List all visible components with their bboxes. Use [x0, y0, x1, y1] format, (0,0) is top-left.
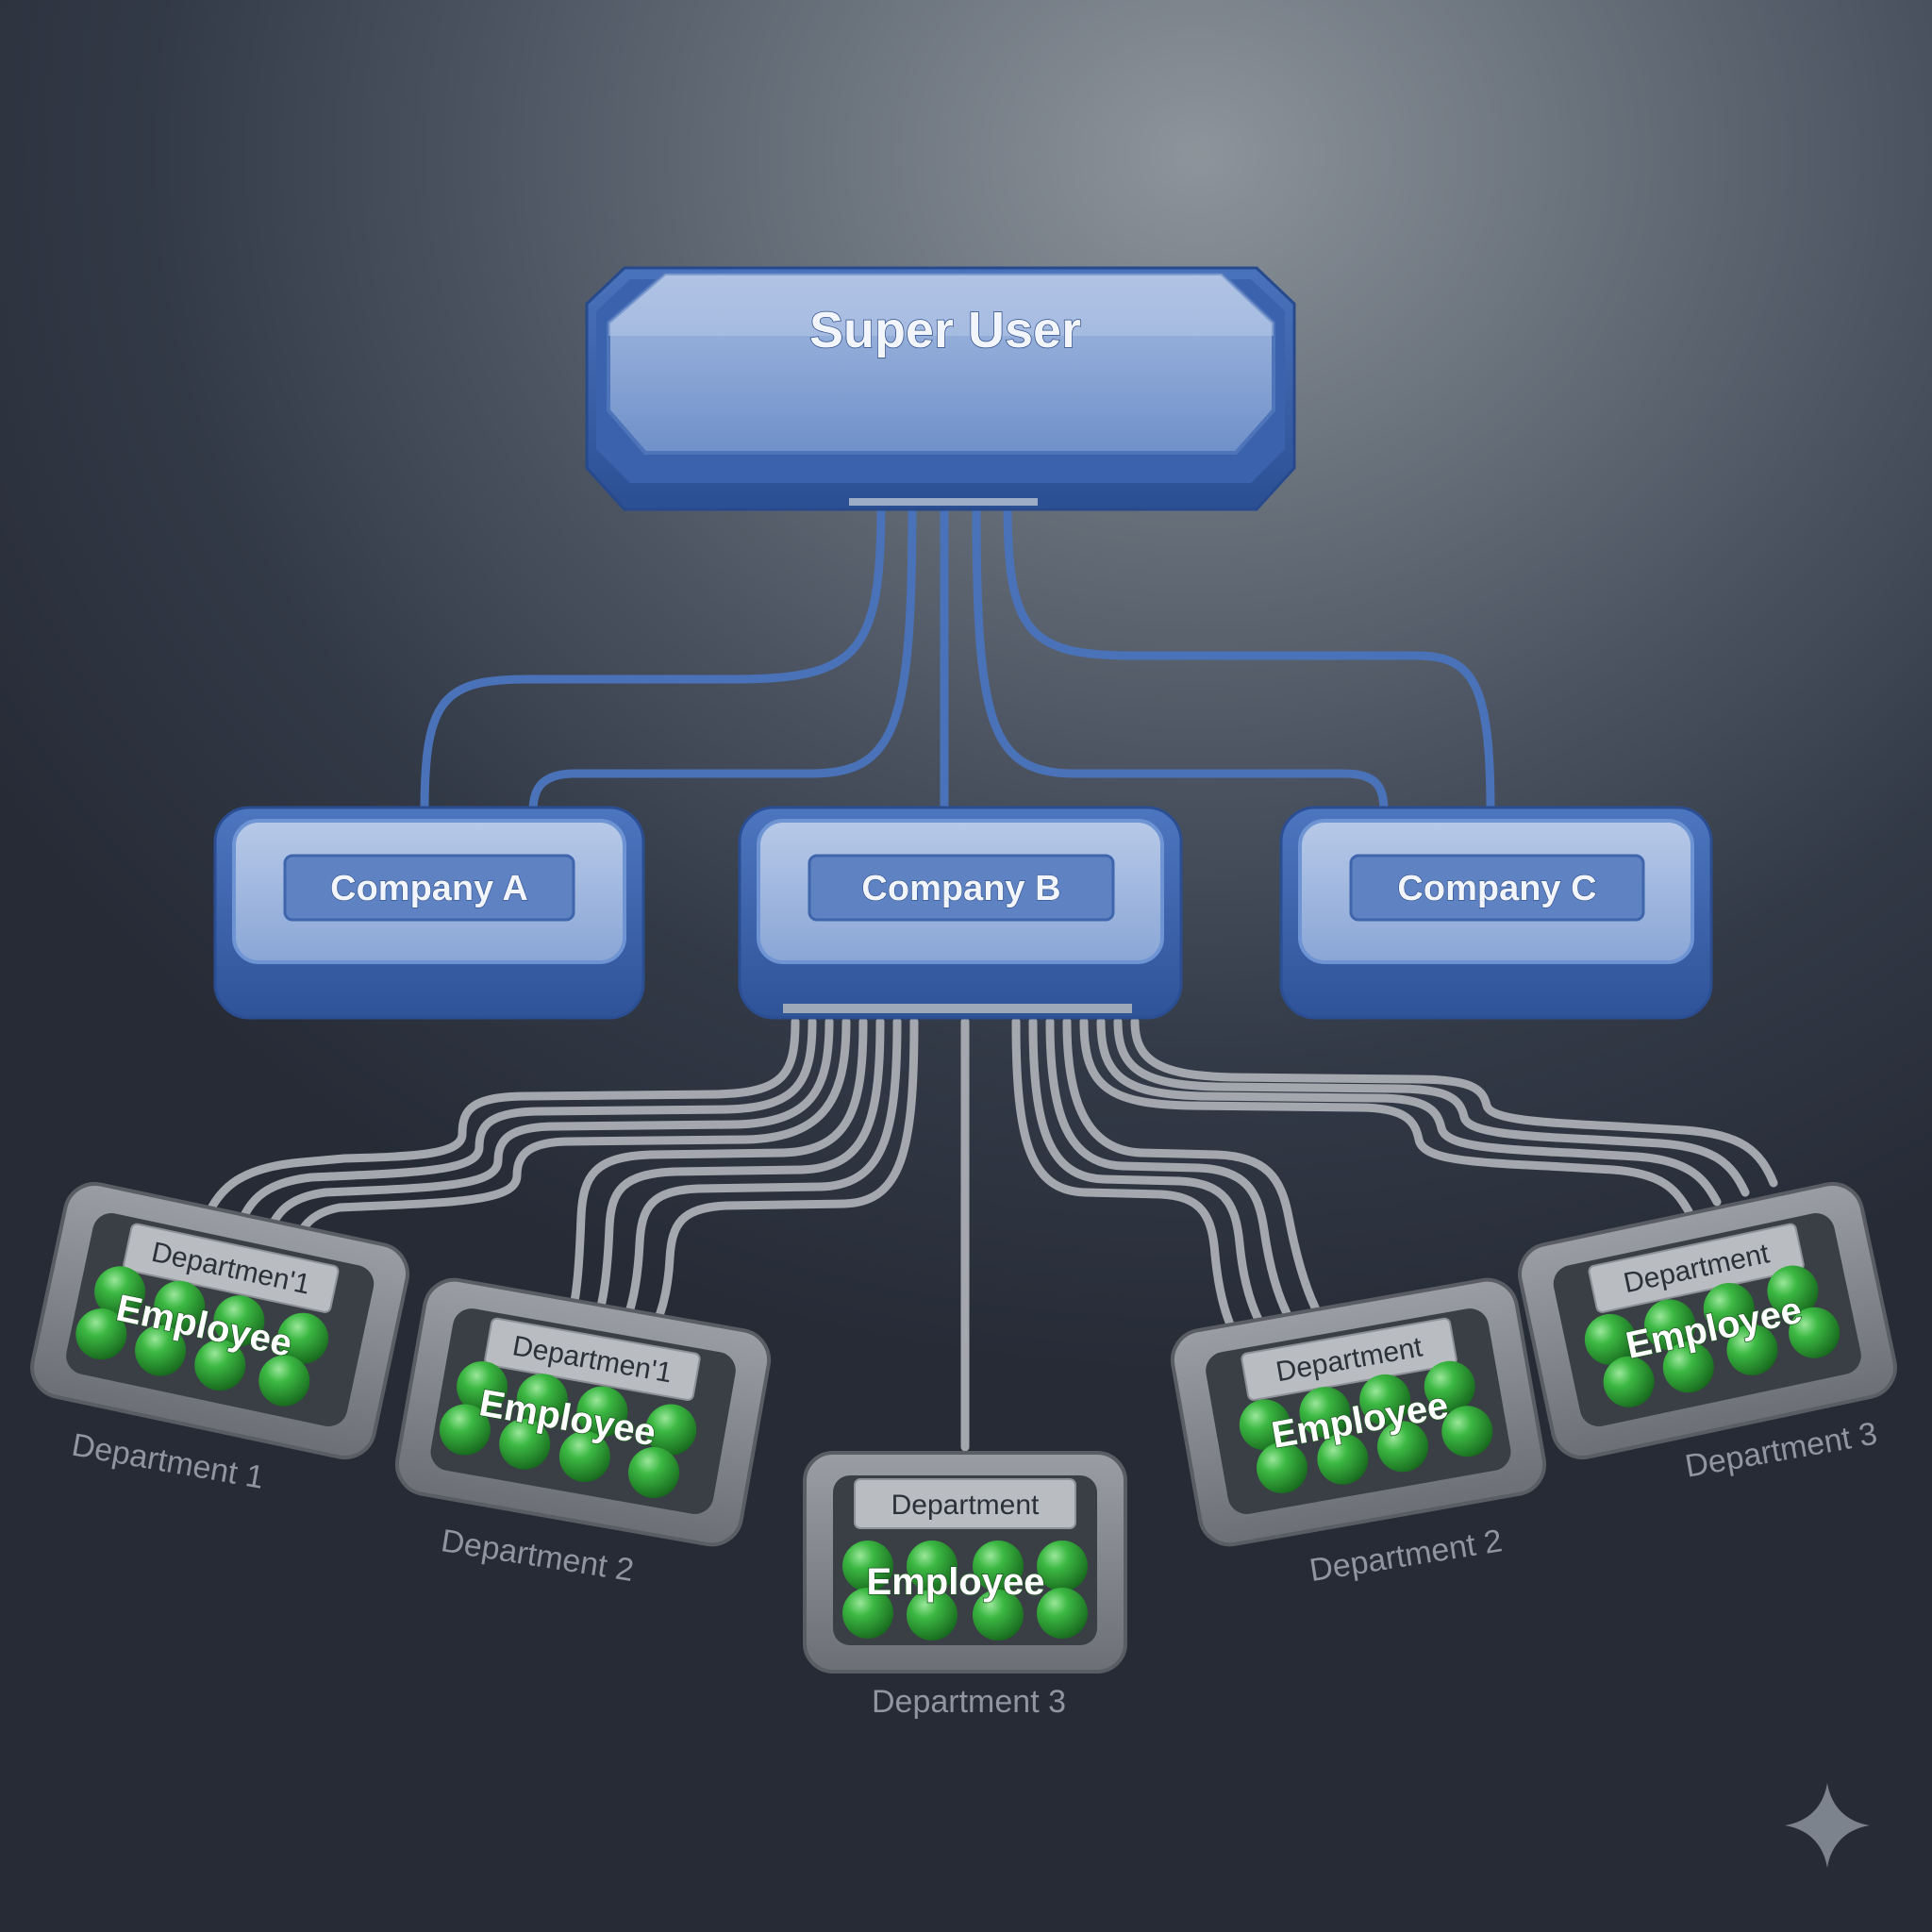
- company-b-node[interactable]: Company B: [738, 806, 1183, 1020]
- department-caption-3: Department 3: [872, 1684, 1066, 1720]
- company-c-node[interactable]: Company C: [1279, 806, 1713, 1020]
- department-tray-2[interactable]: Departmen'1 Employee: [392, 1275, 774, 1550]
- employee-label: Employee: [867, 1561, 1045, 1603]
- department-tray-5[interactable]: Department Employee: [1514, 1178, 1901, 1463]
- department-tray-4[interactable]: Department Employee: [1168, 1275, 1549, 1550]
- super-user-label: Super User: [809, 302, 1081, 358]
- super-user-node[interactable]: Super User: [585, 266, 1296, 511]
- super-user-to-company-connectors: [420, 499, 1495, 816]
- department-tray-3[interactable]: Department Employee: [803, 1451, 1127, 1674]
- department-caption-1: Department 1: [69, 1427, 266, 1496]
- company-b-to-department-connectors: [198, 1017, 1778, 1452]
- department-tray-1[interactable]: Departmen'1 Employee: [26, 1178, 413, 1463]
- company-b-label: Company B: [861, 869, 1060, 908]
- company-a-label: Company A: [330, 869, 528, 908]
- company-a-node[interactable]: Company A: [213, 806, 645, 1020]
- company-c-label: Company C: [1397, 869, 1596, 908]
- department-caption-4: Department 2: [1307, 1523, 1505, 1589]
- department-tag: Department: [891, 1490, 1040, 1521]
- employee-group: Employee: [842, 1541, 1088, 1641]
- sparkle-icon: [1785, 1783, 1870, 1868]
- department-caption-2: Department 2: [439, 1523, 636, 1589]
